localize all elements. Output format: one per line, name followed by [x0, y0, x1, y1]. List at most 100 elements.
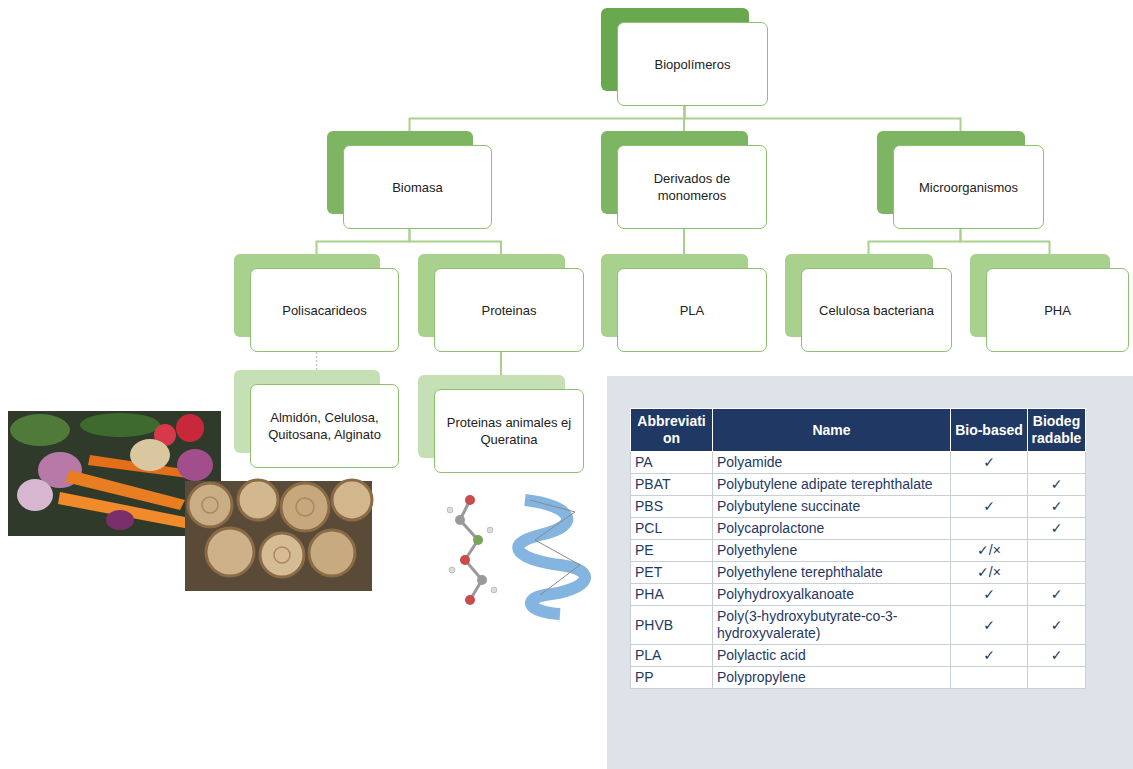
table-text: Poly(3-hydroxybutyrate-co-3-hydroxyvaler… [717, 608, 898, 641]
box-face: Proteinas animales ej Queratina [434, 389, 584, 473]
table-cell: Polyethylene [713, 540, 951, 562]
box-face: Polisacarideos [250, 268, 399, 352]
table-cell: PLA [631, 645, 713, 667]
tree-connector [869, 229, 961, 254]
table-cell: Biodegradable [1028, 409, 1086, 452]
check-mark: ✓ [1051, 476, 1063, 492]
table-text: Polyamide [717, 454, 782, 470]
table-cell: PHVB [631, 606, 713, 645]
table-cell: ✓ [951, 606, 1028, 645]
tree-connector [685, 106, 961, 131]
table-row: PE Polyethylene ✓/× [631, 540, 1086, 562]
table-cell: PHA [631, 584, 713, 606]
box-face: Microorganismos [893, 145, 1044, 229]
table-text: Polycaprolactone [717, 520, 824, 536]
check-mark: ✓ [1051, 617, 1063, 633]
table-cell: Polycaprolactone [713, 518, 951, 540]
table-cell [1028, 667, 1086, 689]
box-face: Biomasa [343, 145, 492, 229]
node-label: Biopolímeros [655, 56, 731, 73]
check-mark: ✓ [1051, 498, 1063, 514]
column-header: Abbreviation [637, 413, 705, 446]
table-cell: ✓ [1028, 496, 1086, 518]
table-row: PP Polypropylene [631, 667, 1086, 689]
table-row: PAPolyamide ✓ [631, 452, 1086, 474]
column-header: Bio-based [955, 422, 1023, 438]
node-label: Derivados de monomeros [626, 170, 758, 204]
table-cell [951, 667, 1028, 689]
node-label: Proteinas [482, 302, 537, 319]
tree-connector [316, 352, 318, 370]
table-cell: ✓ [951, 452, 1028, 474]
node-label: PLA [680, 302, 705, 319]
box-face: Almidón, Celulosa, Quitosana, Alginato [250, 384, 399, 468]
category-box: Derivados de monomeros [601, 131, 767, 229]
node-label: Proteinas animales ej Queratina [443, 414, 575, 448]
box-face: PHA [986, 268, 1129, 352]
category-box: Biomasa [327, 131, 492, 229]
table-row: PLAPolylactic acid✓✓ [631, 645, 1086, 667]
subcategory-box: Celulosa bacteriana [785, 254, 952, 352]
node-label: PHA [1044, 302, 1071, 319]
tree-connector [961, 229, 1050, 254]
node-label: Celulosa bacteriana [819, 302, 934, 319]
tree-connector [410, 106, 685, 131]
table-cell: Polypropylene [713, 667, 951, 689]
table-cell: PE [631, 540, 713, 562]
subcategory-box: Proteinas [418, 254, 584, 352]
table-cell: Poly(3-hydroxybutyrate-co-3-hydroxyvaler… [713, 606, 951, 645]
box-face: Proteinas [434, 268, 584, 352]
check-mark: ✓ [983, 498, 995, 514]
table-cell: ✓/× [951, 562, 1028, 584]
table-cell: ✓ [951, 496, 1028, 518]
table-cell [1028, 452, 1086, 474]
table-text: Polyethylene [717, 542, 797, 558]
table-cell: ✓ [1028, 584, 1086, 606]
table-cell: PA [631, 452, 713, 474]
table-cell [1028, 540, 1086, 562]
wood-logs-photo [185, 480, 372, 591]
table-text: PP [635, 669, 654, 685]
table-cell: Polyethylene terephthalate [713, 562, 951, 584]
node-label: Polisacarideos [282, 302, 367, 319]
table-row: PBATPolybutylene adipate terephthalate ✓ [631, 474, 1086, 496]
category-box: Microorganismos [877, 131, 1044, 229]
check-mark: ✓ [1051, 647, 1063, 663]
table-cell: ✓ [1028, 518, 1086, 540]
molecule-drawing [447, 495, 585, 614]
table-cell: ✓ [1028, 645, 1086, 667]
node-label: Biomasa [392, 179, 443, 196]
table-cell: ✓/× [951, 540, 1028, 562]
table-row: PCL Polycaprolactone ✓ [631, 518, 1086, 540]
subcategory-box: Polisacarideos [234, 254, 399, 352]
table-cell: Abbreviation [631, 409, 713, 452]
check-mark: ✓ [983, 586, 995, 602]
check-mark: ✓ [983, 617, 995, 633]
example-box: Proteinas animales ej Queratina [418, 375, 584, 473]
table-cell: ✓ [951, 584, 1028, 606]
check-mark: ✓/× [977, 564, 1001, 580]
table-cell [951, 474, 1028, 496]
table-text: PCL [635, 520, 662, 536]
table-row: PBS Polybutylene succinate ✓ ✓ [631, 496, 1086, 518]
box-face: Celulosa bacteriana [801, 268, 952, 352]
root-box: Biopolímeros [601, 8, 768, 106]
table-cell: PBAT [631, 474, 713, 496]
table-text: Polylactic acid [717, 647, 806, 663]
table-cell: Name [713, 409, 951, 452]
table-text: Polybutylene adipate terephthalate [717, 476, 933, 492]
table-text: PHA [635, 586, 664, 602]
table-cell: PBS [631, 496, 713, 518]
table-cell: PCL [631, 518, 713, 540]
table-cell: Polyamide [713, 452, 951, 474]
subcategory-box: PHA [970, 254, 1129, 352]
table-text: PBS [635, 498, 663, 514]
table-row: PHVBPoly(3-hydroxybutyrate-co-3-hydroxyv… [631, 606, 1086, 645]
table-row: PHAPolyhydroxyalkanoate✓✓ [631, 584, 1086, 606]
table-cell: Polybutylene succinate [713, 496, 951, 518]
table-text: PE [635, 542, 654, 558]
table-panel: AbbreviationNameBio-basedBiodegradablePA… [607, 376, 1133, 769]
tree-connector [410, 229, 502, 254]
table-cell: PET [631, 562, 713, 584]
column-header: Name [812, 422, 850, 438]
